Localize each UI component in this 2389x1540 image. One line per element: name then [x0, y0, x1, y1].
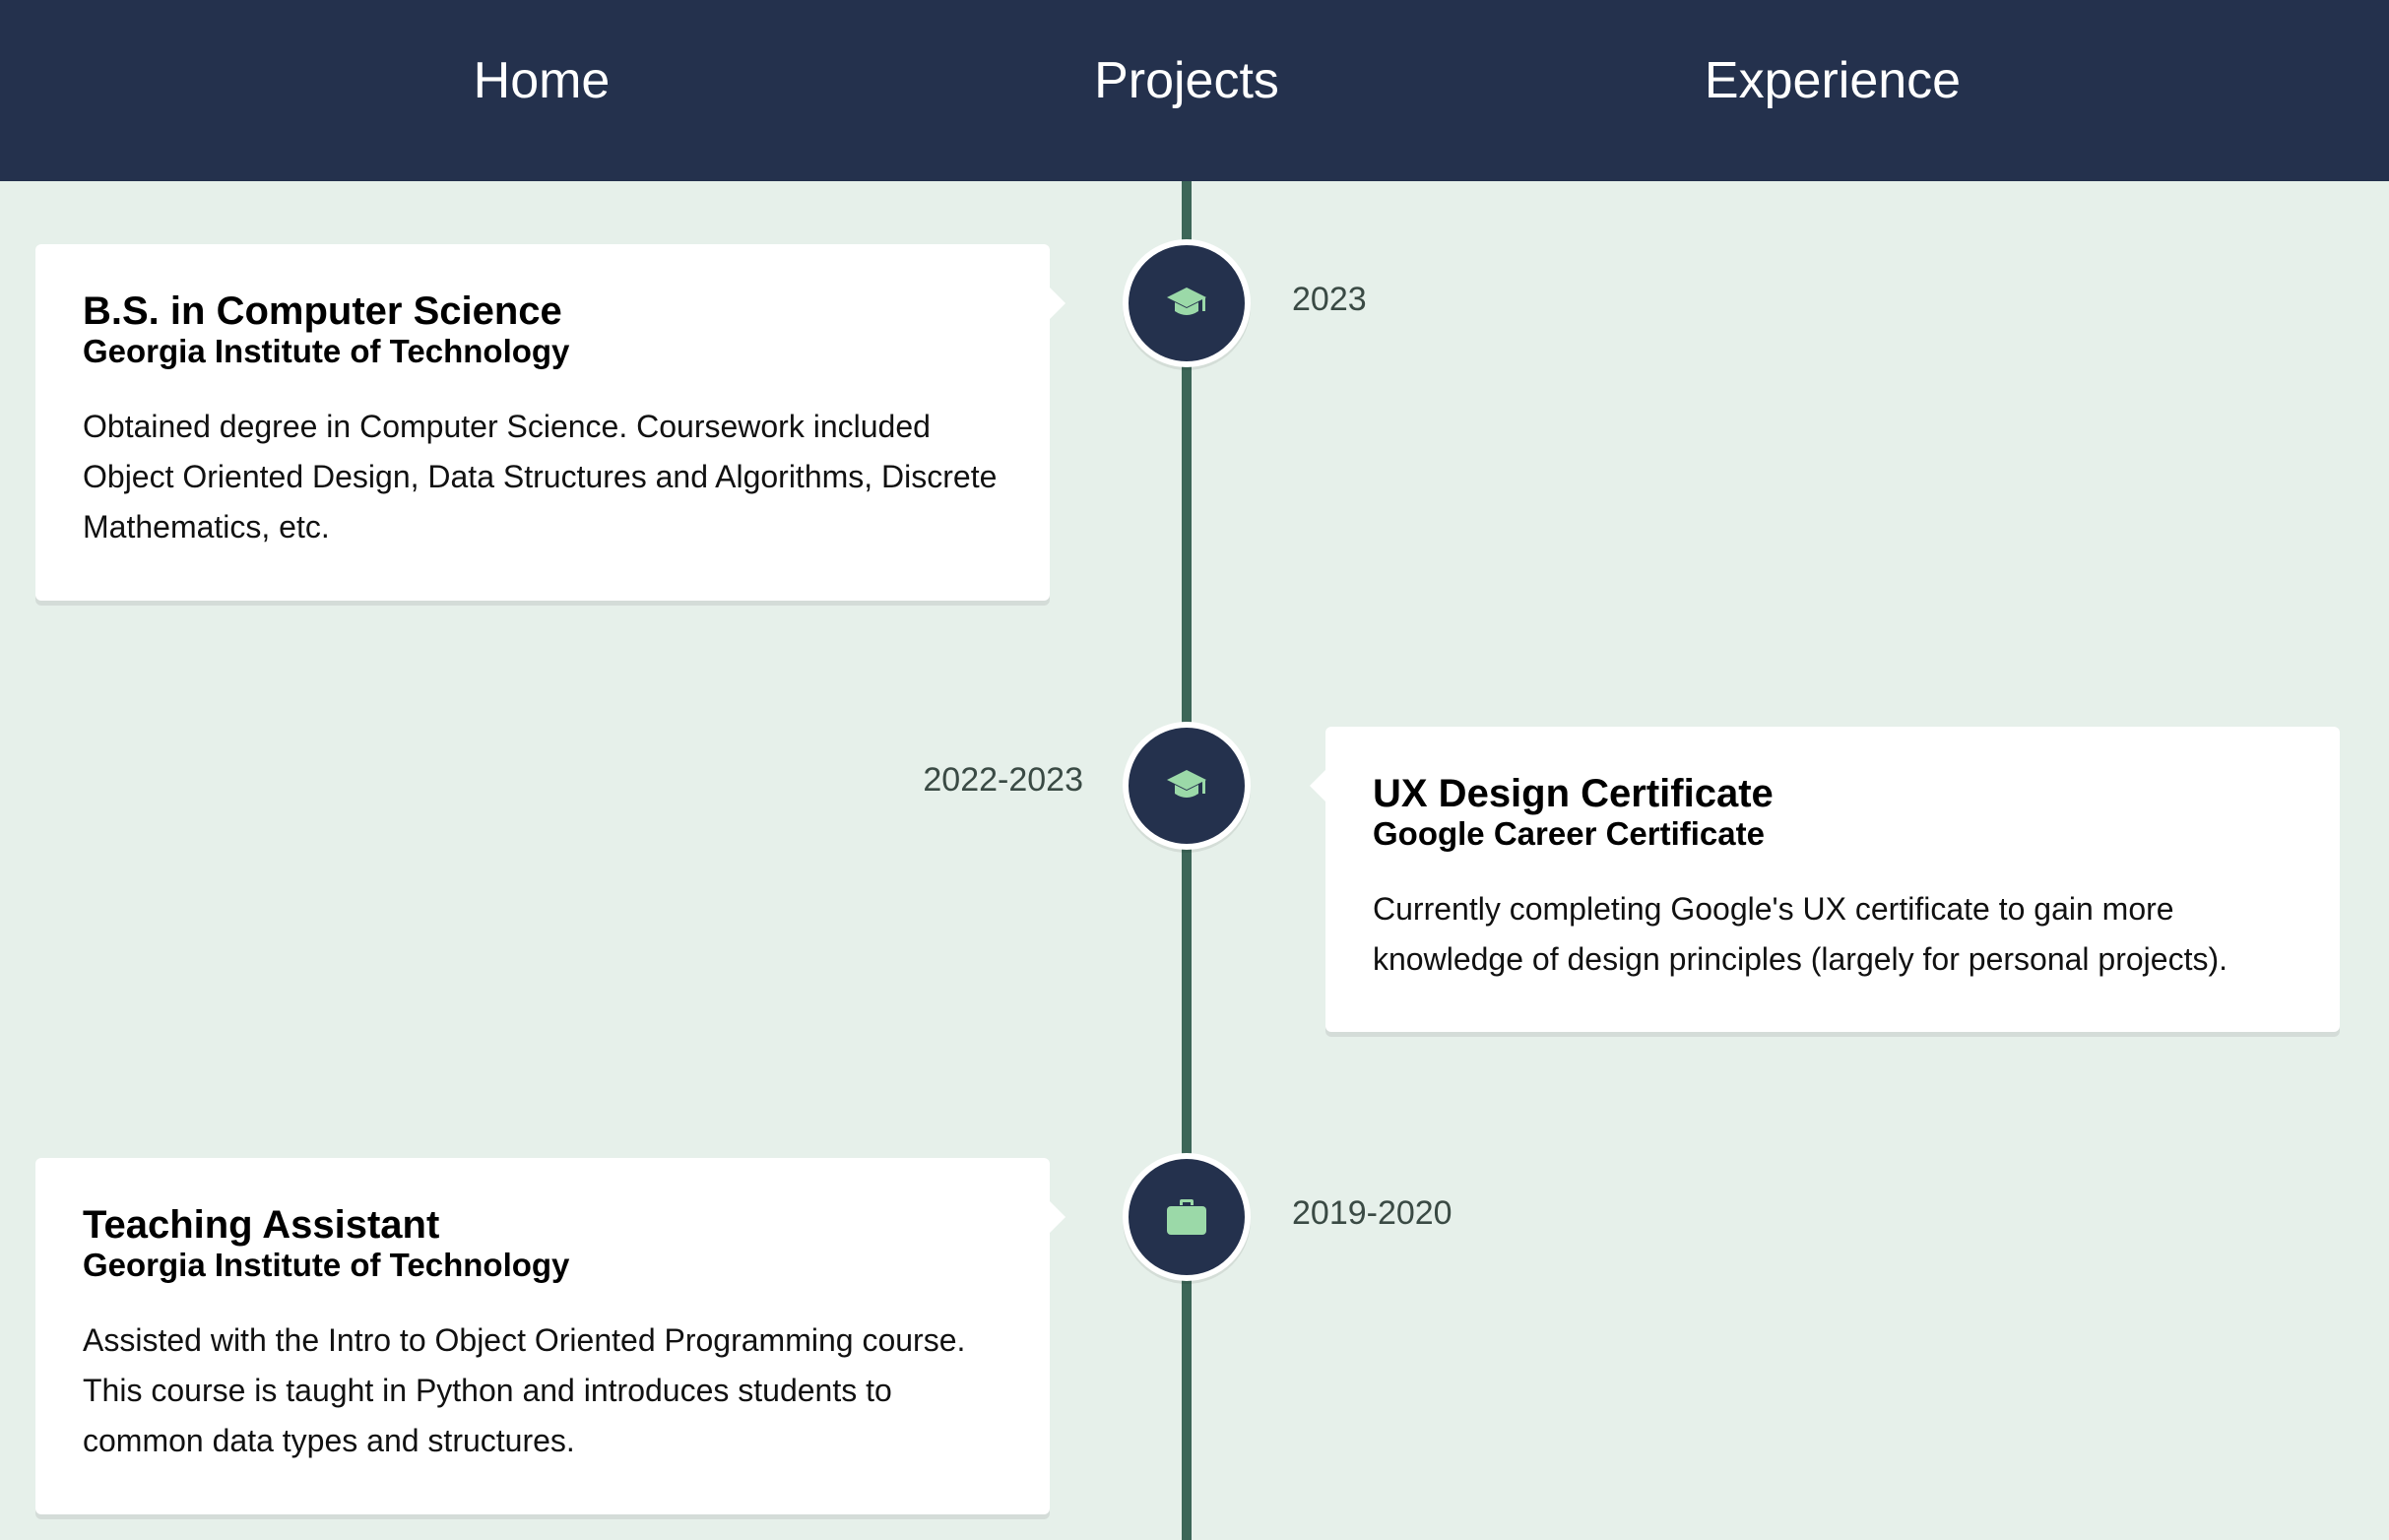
- card-description: Assisted with the Intro to Object Orient…: [83, 1322, 966, 1458]
- card-organization: Google Career Certificate: [1373, 815, 1765, 852]
- card-title: B.S. in Computer Science: [83, 289, 562, 333]
- timeline-card-ux-design-certificate: UX Design Certificate Google Career Cert…: [1310, 727, 2340, 1032]
- card-organization: Georgia Institute of Technology: [83, 333, 570, 369]
- card-organization: Georgia Institute of Technology: [83, 1247, 570, 1283]
- timeline-marker: [1123, 239, 1251, 367]
- card-title: Teaching Assistant: [83, 1203, 440, 1247]
- card-description: Obtained degree in Computer Science. Cou…: [83, 409, 998, 545]
- timeline-date: 2023: [1292, 281, 1367, 318]
- timeline-marker: [1123, 1153, 1251, 1281]
- graduation-cap-icon: [1167, 288, 1206, 315]
- graduation-cap-icon: [1167, 770, 1206, 798]
- timeline-marker: [1123, 722, 1251, 850]
- timeline-line: [1182, 181, 1192, 1540]
- nav-link-projects[interactable]: Projects: [1094, 52, 1279, 109]
- timeline-date: 2022-2023: [923, 761, 1083, 799]
- card-title: UX Design Certificate: [1373, 772, 1774, 815]
- timeline-card-teaching-assistant: Teaching Assistant Georgia Institute of …: [35, 1158, 1065, 1514]
- nav-link-home[interactable]: Home: [473, 52, 611, 109]
- briefcase-icon: [1167, 1199, 1206, 1235]
- top-nav-bar: Home Projects Experience: [0, 0, 2389, 181]
- timeline-date: 2019-2020: [1292, 1194, 1453, 1232]
- nav-link-experience[interactable]: Experience: [1704, 52, 1962, 109]
- card-description: Currently completing Google's UX certifi…: [1373, 891, 2228, 977]
- timeline-card-bs-computer-science: B.S. in Computer Science Georgia Institu…: [35, 244, 1065, 601]
